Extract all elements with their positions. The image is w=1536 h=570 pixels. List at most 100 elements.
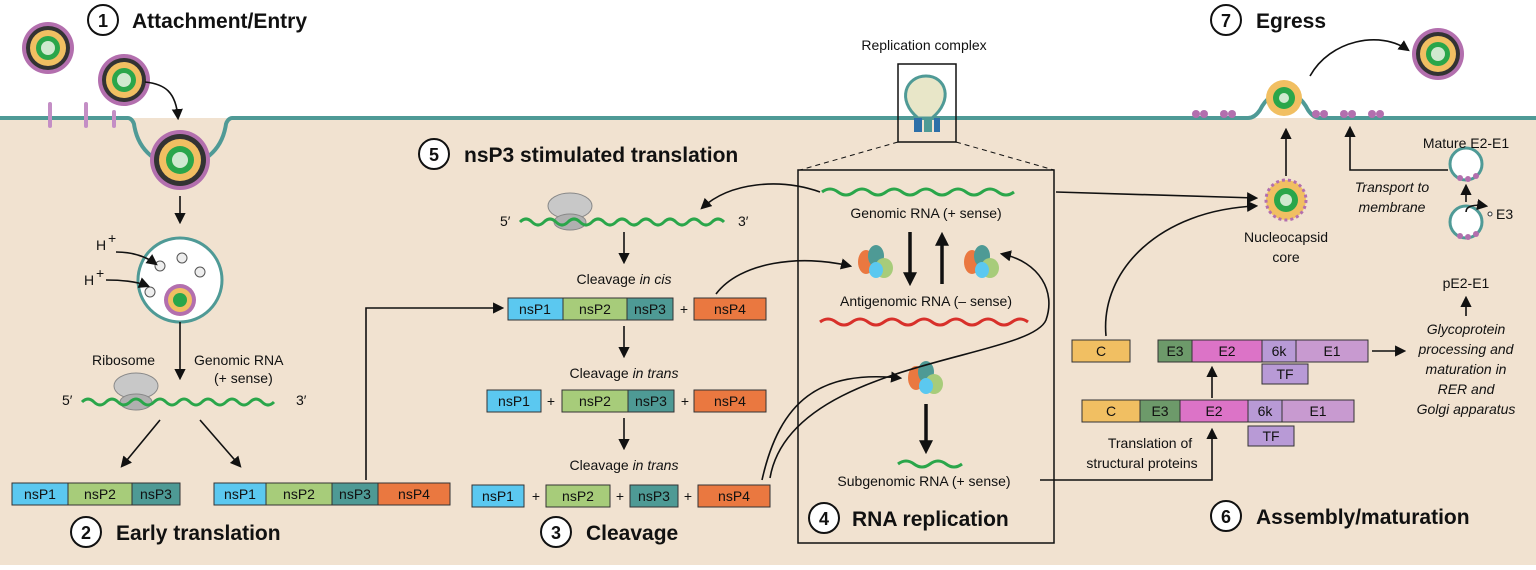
replicase-icon-2 (964, 245, 999, 278)
transport-arrow (1344, 125, 1448, 171)
cleavage-cis-label: Cleavage in cis (577, 271, 672, 287)
egress-arrow (1309, 39, 1410, 77)
genome-to-nucleocapsid-arrow (1055, 191, 1259, 204)
svg-text:Early translation: Early translation (116, 522, 281, 545)
svg-text:nsP3: nsP3 (635, 393, 667, 409)
svg-text:nsP3 stimulated translation: nsP3 stimulated translation (464, 144, 738, 167)
ribosome-icon (113, 372, 159, 411)
replicase-icon-3 (908, 361, 943, 394)
svg-text:nsP1: nsP1 (224, 486, 256, 502)
released-virion-icon (1412, 28, 1464, 80)
svg-text:Egress: Egress (1256, 10, 1326, 33)
nucleocapsid-icon (1264, 178, 1308, 222)
svg-text:+: + (616, 488, 624, 504)
svg-text:Glycoprotein: Glycoprotein (1427, 321, 1506, 337)
virion-icon-2 (98, 54, 150, 106)
svg-text:Assembly/maturation: Assembly/maturation (1256, 506, 1470, 529)
step-5-title: 5 nsP3 stimulated translation (418, 138, 738, 170)
polyprotein-p1234: nsP1 nsP2 nsP3 nsP4 (213, 482, 451, 506)
step-4-title: 4 RNA replication (808, 502, 1009, 534)
svg-text:RNA replication: RNA replication (852, 508, 1009, 531)
genomic-rna-strand-1 (80, 397, 276, 407)
genomic-rna-label-1: Genomic RNA (194, 352, 284, 368)
subgenomic-rna-label: Subgenomic RNA (+ sense) (837, 473, 1010, 489)
svg-text:nsP1: nsP1 (519, 301, 551, 317)
h-plus-sup-1: + (108, 230, 116, 246)
replicase-icon-1 (858, 245, 893, 278)
plasma-membrane (0, 90, 1536, 168)
e3-dot-icon (1487, 211, 1493, 217)
structural-polyprotein: C E3 E2 6k E1 TF (1081, 399, 1355, 447)
svg-text:+: + (680, 301, 688, 317)
genomic-rna-plus-label: Genomic RNA (+ sense) (850, 205, 1001, 221)
five-prime-label-1: 5′ (62, 392, 73, 408)
nucleocapsid-label-2: core (1272, 249, 1299, 265)
replication-complex-label: Replication complex (861, 37, 986, 53)
h-plus-arrow-1 (115, 251, 158, 266)
svg-text:E1: E1 (1323, 343, 1340, 359)
p1234-to-cleavage-arrow (365, 302, 505, 480)
inset-guide-right (955, 141, 1055, 171)
cis-to-replicase-arrow (715, 258, 853, 295)
translation-label-1: Translation of (1108, 435, 1192, 451)
step-1-title: 1 Attachment/Entry (87, 4, 307, 36)
svg-text:nsP1: nsP1 (24, 486, 56, 502)
early-translation-arrow-2 (199, 419, 242, 468)
svg-text:+: + (547, 393, 555, 409)
svg-text:nsP1: nsP1 (482, 488, 514, 504)
svg-text:Golgi apparatus: Golgi apparatus (1417, 401, 1516, 417)
svg-text:+: + (684, 488, 692, 504)
transport-label-2: membrane (1359, 199, 1426, 215)
step-7-title: 7 Egress (1210, 4, 1326, 36)
svg-text:E3: E3 (1166, 343, 1183, 359)
cleavage-trans-label-1: Cleavage in trans (570, 365, 679, 381)
svg-text:2: 2 (81, 523, 91, 543)
polyprotein-p123: nsP1 nsP2 nsP3 (11, 482, 181, 506)
svg-text:E2: E2 (1218, 343, 1235, 359)
receptor-icons (48, 102, 116, 128)
svg-text:Attachment/Entry: Attachment/Entry (132, 10, 307, 33)
virion-icon-1 (22, 22, 74, 74)
step-6-title: 6 Assembly/maturation (1210, 500, 1470, 532)
svg-text:7: 7 (1221, 11, 1231, 31)
mature-vesicle-icon (1448, 146, 1484, 182)
cleavage-trans-label-2: Cleavage in trans (570, 457, 679, 473)
three-prime-label-2: 3′ (738, 213, 749, 229)
h-plus-sup-2: + (96, 265, 104, 281)
svg-text:6k: 6k (1258, 403, 1274, 419)
rna-replication-box (797, 169, 1055, 544)
svg-text:nsP2: nsP2 (562, 488, 594, 504)
five-prime-label-2: 5′ (500, 213, 511, 229)
svg-text:nsP2: nsP2 (579, 301, 611, 317)
svg-text:nsP3: nsP3 (634, 301, 666, 317)
svg-text:nsP3: nsP3 (339, 486, 371, 502)
genomic-rna-label-2: (+ sense) (214, 370, 273, 386)
svg-text:6: 6 (1221, 507, 1231, 527)
e3-release-arrow (1465, 199, 1489, 213)
antigenomic-rna-strand (819, 317, 1029, 327)
h-plus-label-1: H (96, 237, 106, 253)
ribosome-label: Ribosome (92, 352, 155, 368)
transport-label-1: Transport to (1355, 179, 1430, 195)
nsps-to-replicase-arrow (769, 250, 1050, 479)
trans-to-replicase-arrow (761, 371, 903, 481)
svg-text:nsP2: nsP2 (84, 486, 116, 502)
svg-text:nsP2: nsP2 (283, 486, 315, 502)
svg-text:nsP4: nsP4 (398, 486, 430, 502)
entry-arrow (144, 81, 183, 121)
svg-text:1: 1 (98, 11, 108, 31)
subgenomic-to-translation-arrow (1040, 427, 1218, 481)
svg-text:processing and: processing and (1418, 341, 1515, 357)
svg-text:3: 3 (551, 523, 561, 543)
mature-label: Mature E2-E1 (1423, 135, 1510, 151)
mature-nsps: nsP1 + nsP2 + nsP3 + nsP4 (471, 484, 771, 508)
translation-label-2: structural proteins (1086, 455, 1197, 471)
svg-text:4: 4 (819, 509, 829, 529)
svg-text:nsP4: nsP4 (714, 301, 746, 317)
glycoprotein-processing-text: Glycoprotein processing and maturation i… (1417, 321, 1516, 417)
svg-text:6k: 6k (1272, 343, 1288, 359)
e3-label: E3 (1496, 206, 1513, 222)
svg-text:nsP3: nsP3 (638, 488, 670, 504)
nucleocapsid-label-1: Nucleocapsid (1244, 229, 1328, 245)
